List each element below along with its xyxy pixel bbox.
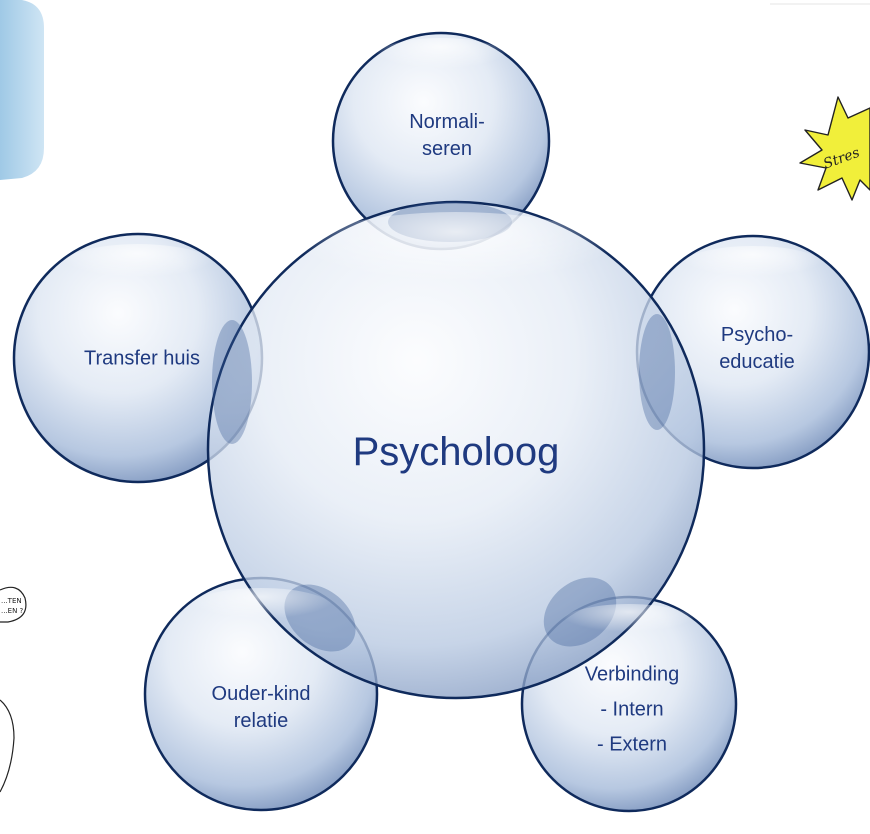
stress-star-badge: Stres bbox=[799, 96, 870, 201]
node-psychoeducatie-line-2: educatie bbox=[719, 351, 795, 373]
left-blue-panel bbox=[0, 0, 44, 180]
node-verbinding: Verbinding - Intern - Extern bbox=[585, 658, 680, 763]
node-verbinding-line-3: - Extern bbox=[596, 733, 668, 756]
node-psychoeducatie-line-1: Psycho- bbox=[720, 324, 794, 346]
bubble-psycholoog bbox=[206, 200, 706, 700]
center-label: Psycholoog bbox=[352, 430, 560, 474]
node-transfer-huis-line-1: Transfer huis bbox=[84, 347, 200, 370]
node-transfer-huis: Transfer huis bbox=[84, 346, 200, 373]
speech-bubble-line-1: ...TEN bbox=[1, 597, 22, 605]
node-ouder-kind: Ouder-kind relatie bbox=[212, 681, 311, 735]
node-psychoeducatie: Psycho- educatie bbox=[719, 322, 795, 376]
speech-bubble-line-2: ...EN ? bbox=[1, 607, 24, 615]
cartoon-fragment: ...TEN ...EN ? bbox=[0, 586, 27, 793]
node-normaliseren-line-2: seren bbox=[421, 138, 473, 160]
node-normaliseren-line-1: Normali- bbox=[409, 111, 485, 133]
node-ouder-kind-line-2: relatie bbox=[233, 710, 289, 732]
node-verbinding-line-2: - Intern bbox=[600, 698, 664, 721]
node-verbinding-line-1: Verbinding bbox=[584, 663, 680, 686]
node-ouder-kind-line-1: Ouder-kind bbox=[211, 683, 311, 705]
node-psycholoog: Psycholoog bbox=[353, 425, 560, 479]
node-normaliseren: Normali- seren bbox=[409, 109, 485, 163]
